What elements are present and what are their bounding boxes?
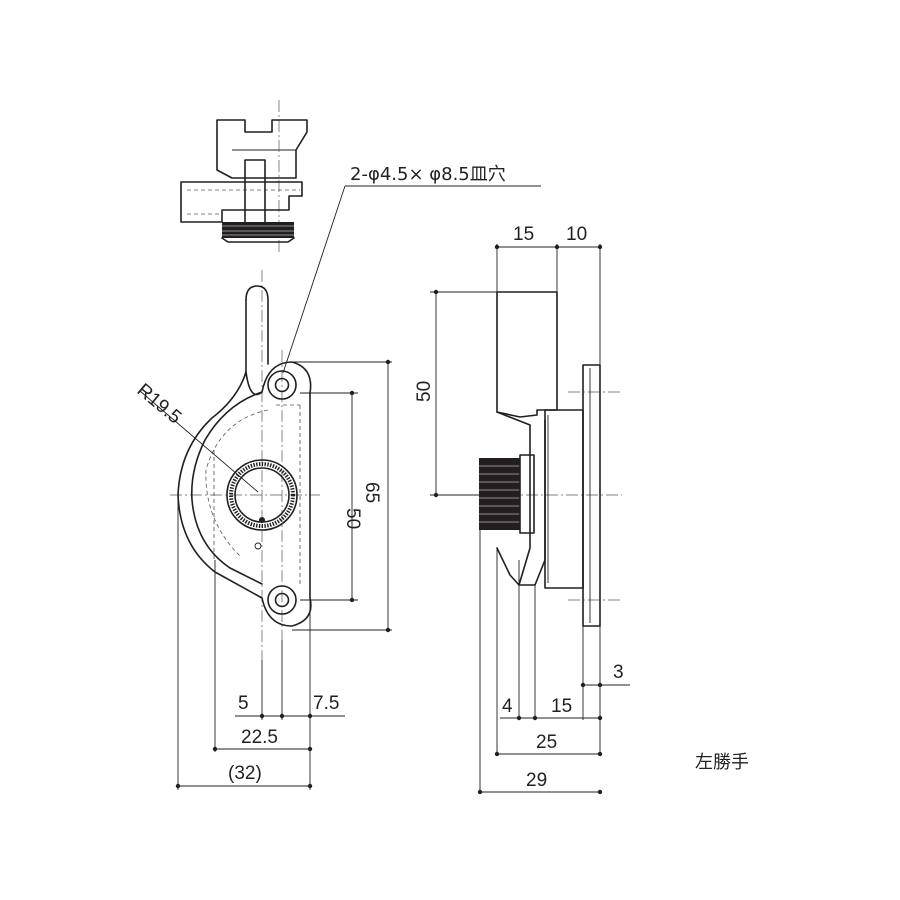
front-dim-7-5: 7.5 xyxy=(313,693,339,714)
side-top-10: 10 xyxy=(566,224,587,245)
side-top-15: 15 xyxy=(513,224,534,245)
side-dim-25: 25 xyxy=(536,732,557,753)
top-perspective-view xyxy=(180,100,308,255)
handedness-label: 左勝手 xyxy=(695,752,749,773)
side-height-50: 50 xyxy=(414,381,435,402)
radius-label: R19.5 xyxy=(133,380,185,429)
front-height-50: 50 xyxy=(342,508,363,529)
side-dim-29: 29 xyxy=(526,770,547,791)
front-dim-5: 5 xyxy=(238,693,249,714)
front-horizontal-dimensions: 5 7.5 22.5 (32) xyxy=(175,495,345,790)
side-view xyxy=(466,291,622,627)
front-view: R19.5 xyxy=(133,270,320,660)
front-vertical-dimensions: 50 65 xyxy=(292,359,392,633)
side-dim-4: 4 xyxy=(502,696,513,717)
hole-spec-label: 2-φ4.5× φ8.5皿穴 xyxy=(350,164,506,185)
front-height-65: 65 xyxy=(361,482,382,503)
side-dimensions: 15 10 50 3 4 15 25 29 xyxy=(414,224,630,795)
side-dim-15: 15 xyxy=(551,696,572,717)
hole-spec-callout: 2-φ4.5× φ8.5皿穴 xyxy=(282,164,541,374)
side-bottom-3: 3 xyxy=(613,662,624,683)
front-dim-32: (32) xyxy=(228,763,262,784)
front-dim-22-5: 22.5 xyxy=(241,727,278,748)
